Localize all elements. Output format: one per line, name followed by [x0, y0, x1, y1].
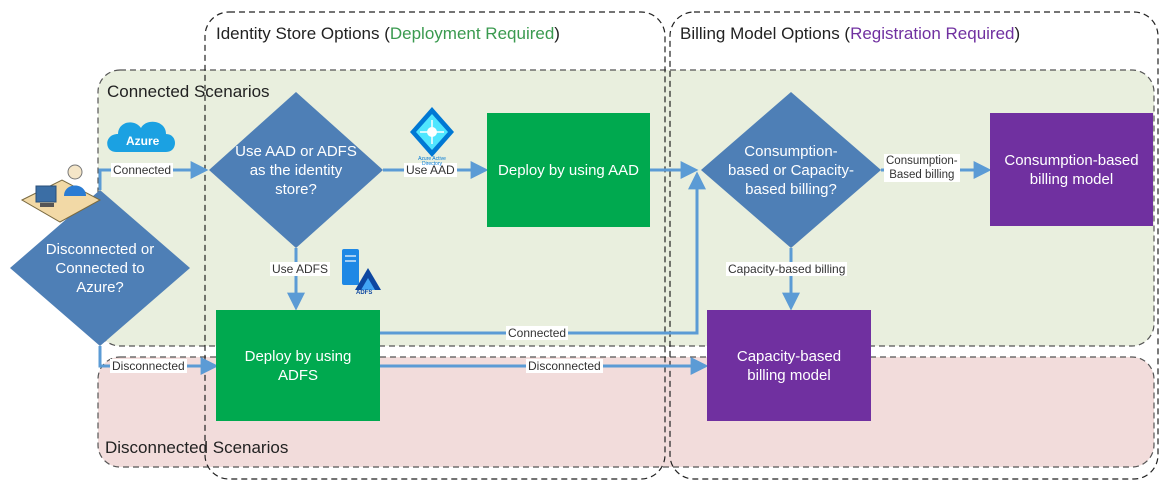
azure-cloud-label: Azure: [126, 134, 160, 148]
edge-label-disconnected: Disconnected: [110, 359, 187, 373]
connected-scenarios-title: Connected Scenarios: [107, 82, 270, 101]
edge-label-disconnected-adfs: Disconnected: [526, 359, 603, 373]
identity-column-title: Identity Store Options (Deployment Requi…: [216, 24, 560, 44]
adfs-icon-label: ADFS: [356, 290, 373, 296]
edge-label-capacity: Capacity-based billing: [726, 262, 848, 276]
identity-column-title-text: Identity Store Options (: [216, 24, 390, 43]
billing-column-title-text: Billing Model Options (: [680, 24, 851, 43]
consumption-model-label: Consumption-based billing model: [1004, 151, 1139, 188]
edge-label-connected: Connected: [111, 163, 174, 177]
decision-billing-label: Consumption- based or Capacity- based bi…: [728, 142, 854, 198]
edge-label-connected-adfs: Connected: [506, 326, 569, 340]
server-icon: [342, 249, 381, 290]
billing-column-title-close: ): [1014, 24, 1021, 43]
aad-icon-label: Azure Active Directory: [418, 156, 446, 167]
decision-identity-diamond: [209, 92, 383, 248]
decision-billing-diamond: [701, 92, 881, 248]
deploy-adfs-box: [216, 310, 380, 421]
azure-active-directory-icon: [410, 107, 454, 157]
user-at-computer-icon: [20, 164, 102, 223]
registration-required-text: Registration Required: [850, 24, 1015, 43]
identity-column-title-close: ): [554, 24, 560, 43]
deployment-required-text: Deployment Required: [389, 24, 555, 43]
edge-adfs-connected: [380, 171, 706, 335]
billing-column-frame: [669, 11, 1159, 480]
capacity-model-label: Capacity-based billing model: [736, 347, 842, 384]
deploy-adfs-label: Deploy by using ADFS: [244, 347, 352, 384]
consumption-model-box: [990, 113, 1153, 226]
identity-column-frame: [204, 11, 666, 480]
decision-connected-label: Disconnected or Connected to Azure?: [45, 240, 155, 296]
disconnected-scenarios-title: Disconnected Scenarios: [105, 438, 289, 457]
capacity-model-box: [707, 310, 871, 421]
deploy-aad-label: Deploy by using AAD: [498, 161, 639, 179]
edge-label-use-aad: Use AAD: [404, 163, 457, 177]
edge-label-use-adfs: Use ADFS: [270, 262, 331, 276]
decision-connected-diamond: [10, 190, 190, 346]
edge-label-consumption: Consumption- Based billing: [884, 154, 960, 182]
billing-column-title: Billing Model Options (Registration Requ…: [680, 24, 1020, 44]
decision-identity-label: Use AAD or ADFS as the identity store?: [235, 142, 357, 198]
deploy-aad-box: [487, 113, 650, 227]
cloud-icon: [107, 121, 175, 152]
